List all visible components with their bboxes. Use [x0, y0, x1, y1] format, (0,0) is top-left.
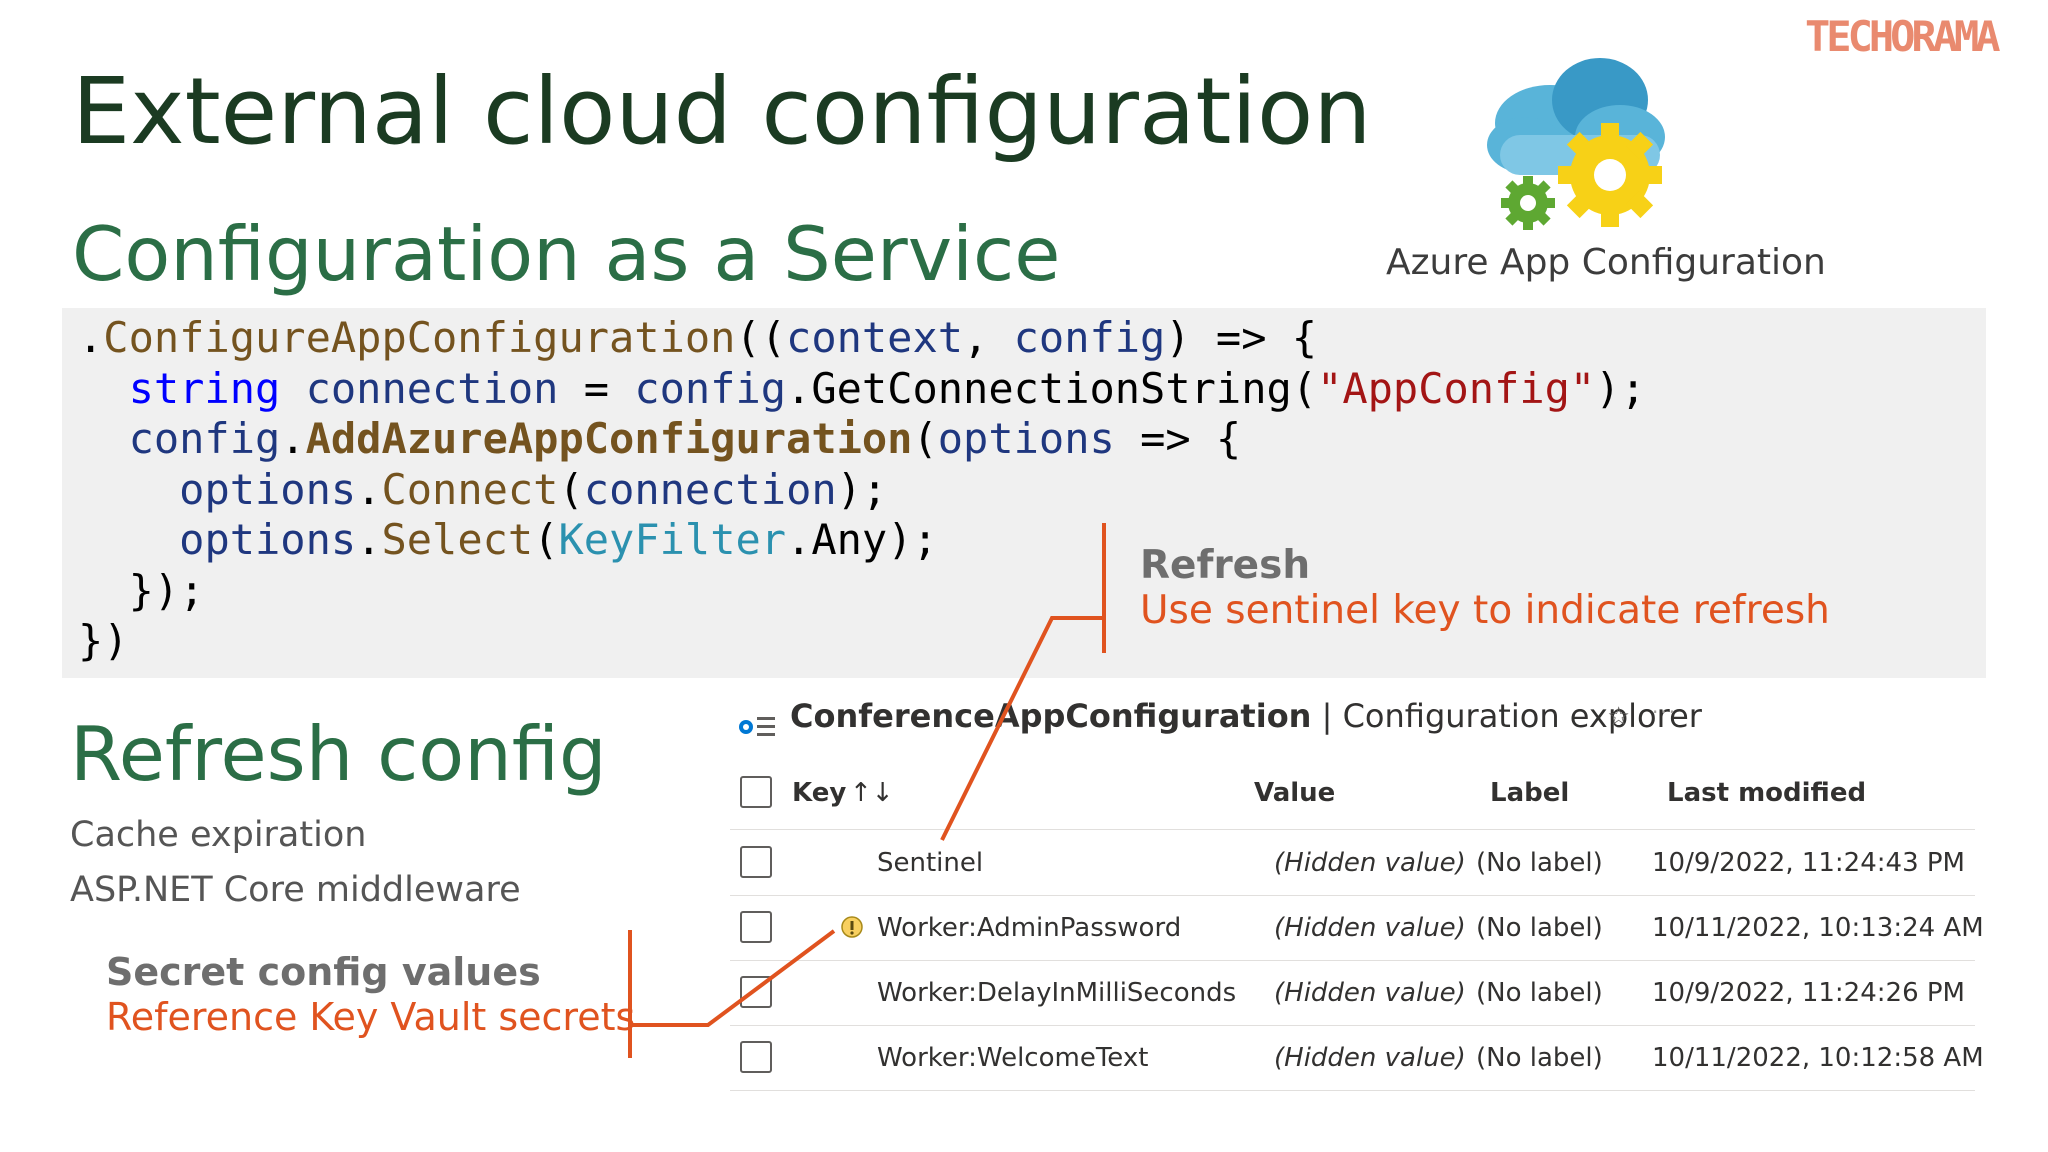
code-line-6: });	[78, 565, 205, 615]
code-line-4: options.Connect(connection);	[179, 464, 888, 514]
row-value: (Hidden value)	[1274, 1043, 1466, 1073]
secret-pointer-line	[630, 929, 836, 1027]
code-line-1: .ConfigureAppConfiguration((context, con…	[78, 313, 1318, 362]
bullet-cache-expiration: Cache expiration	[70, 815, 367, 855]
select-all-checkbox[interactable]	[740, 776, 772, 808]
code-snippet: .ConfigureAppConfiguration((context, con…	[78, 313, 1646, 667]
code-line-3: config.AddAzureAppConfiguration(options …	[128, 414, 1242, 463]
row-value: (Hidden value)	[1274, 978, 1466, 1008]
row-key[interactable]: Sentinel	[877, 848, 984, 878]
row-key[interactable]: Worker:WelcomeText	[877, 1043, 1149, 1073]
code-line-7: })	[78, 616, 129, 665]
row-label: (No label)	[1476, 913, 1603, 943]
row-checkbox[interactable]	[740, 911, 772, 943]
row-value: (Hidden value)	[1274, 913, 1466, 943]
column-header-last-modified[interactable]: Last modified	[1667, 778, 1867, 808]
row-last-modified: 10/11/2022, 10:13:24 AM	[1652, 913, 1984, 943]
secret-callout-heading: Secret config values	[106, 950, 541, 994]
row-divider	[730, 895, 1975, 896]
ellipsis-icon[interactable]: ···	[1652, 700, 1678, 724]
azure-app-configuration-label: Azure App Configuration	[1386, 242, 1826, 283]
column-header-label[interactable]: Label	[1490, 778, 1570, 808]
techorama-logo: TECHORAMA	[1805, 12, 2001, 61]
code-line-2: string connection = config.GetConnection…	[128, 363, 1646, 413]
key-vault-reference-icon	[841, 916, 863, 938]
configuration-explorer-icon	[739, 717, 775, 736]
row-key[interactable]: Worker:AdminPassword	[877, 913, 1182, 943]
secret-callout-text: Reference Key Vault secrets	[106, 995, 636, 1039]
row-value: (Hidden value)	[1274, 848, 1466, 878]
row-checkbox[interactable]	[740, 976, 772, 1008]
slide-subtitle: Configuration as a Service	[72, 210, 1061, 298]
row-last-modified: 10/9/2022, 11:24:26 PM	[1652, 978, 1965, 1008]
section-title-refresh-config: Refresh config	[70, 710, 607, 798]
refresh-callout-heading: Refresh	[1140, 543, 1311, 588]
row-label: (No label)	[1476, 978, 1603, 1008]
row-divider	[730, 1025, 1975, 1026]
star-icon[interactable]: ☆	[1607, 702, 1631, 732]
row-key[interactable]: Worker:DelayInMilliSeconds	[877, 978, 1237, 1008]
row-last-modified: 10/9/2022, 11:24:43 PM	[1652, 848, 1965, 878]
refresh-callout-text: Use sentinel key to indicate refresh	[1140, 588, 1830, 633]
row-divider	[730, 1090, 1975, 1091]
explorer-title: ConferenceAppConfiguration | Configurati…	[790, 697, 1702, 735]
row-label: (No label)	[1476, 1043, 1603, 1073]
header-divider	[730, 829, 1975, 830]
resource-name[interactable]: ConferenceAppConfiguration	[790, 697, 1312, 735]
row-checkbox[interactable]	[740, 1041, 772, 1073]
row-label: (No label)	[1476, 848, 1603, 878]
bullet-aspnet-middleware: ASP.NET Core middleware	[70, 870, 521, 910]
azure-app-configuration-icon	[1487, 58, 1665, 230]
row-divider	[730, 960, 1975, 961]
refresh-pointer-line	[940, 616, 1104, 841]
code-line-5: options.Select(KeyFilter.Any);	[179, 515, 938, 564]
slide-title: External cloud configuration	[72, 58, 1372, 165]
explorer-page-name: Configuration explorer	[1342, 697, 1702, 735]
code-block	[62, 308, 1986, 678]
column-header-value[interactable]: Value	[1254, 778, 1336, 808]
sort-icon[interactable]: ↑↓	[850, 778, 894, 808]
column-header-key[interactable]: Key	[792, 778, 847, 808]
row-checkbox[interactable]	[740, 846, 772, 878]
row-last-modified: 10/11/2022, 10:12:58 AM	[1652, 1043, 1984, 1073]
